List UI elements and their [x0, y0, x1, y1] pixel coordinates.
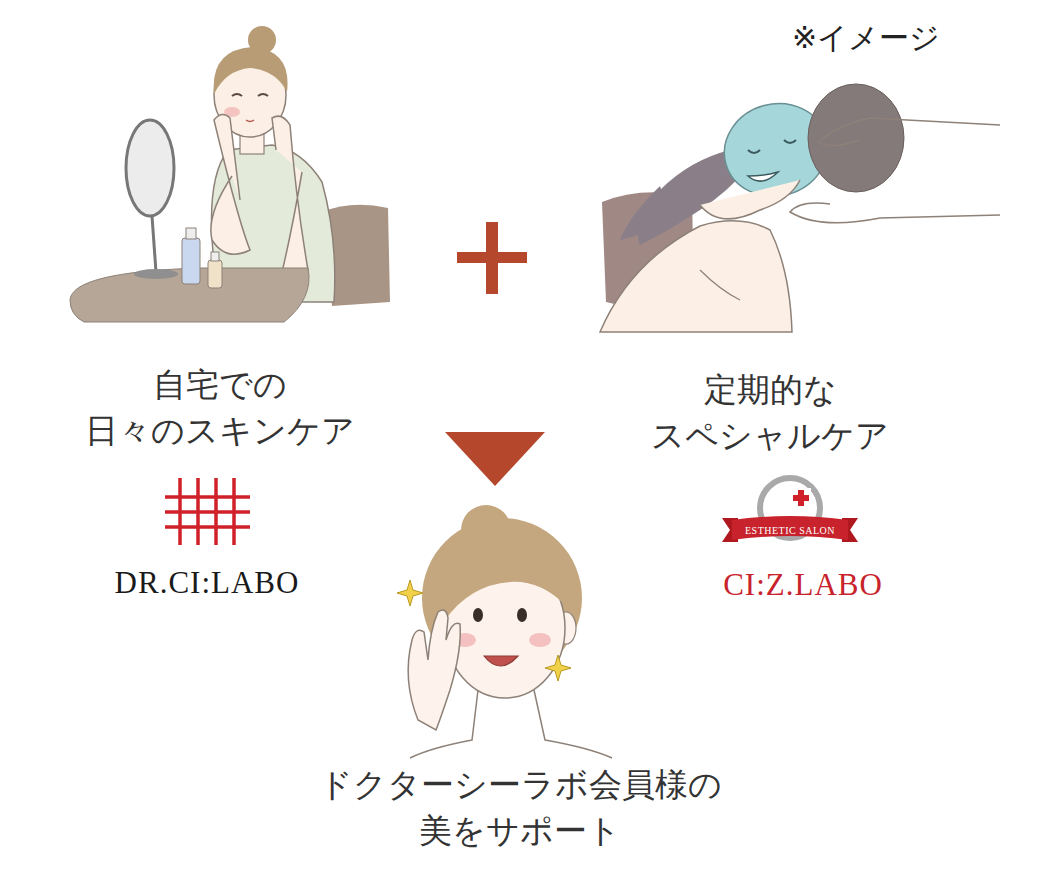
woman-facial-part: [620, 186, 668, 240]
cizlabo-emblem-part: [793, 490, 809, 506]
result-caption: ドクターシーラボ会員様の 美をサポート: [306, 762, 735, 853]
smiling-woman-part: [397, 580, 423, 606]
smiling-woman-part: [517, 608, 527, 622]
woman-facial-part: [748, 150, 760, 153]
cizlabo-emblem-part: [793, 488, 811, 506]
woman-at-mirror: [70, 26, 390, 322]
woman-at-mirror-part: [186, 228, 196, 239]
smiling-woman-part: [445, 556, 565, 620]
woman-facial-part: [818, 118, 1000, 146]
brand-logo-text: CI:Z.LABO: [723, 568, 883, 602]
woman-facial: [600, 84, 1000, 332]
woman-at-mirror-part: [134, 269, 178, 279]
care-caption: 自宅での 日々のスキンケア: [72, 362, 369, 453]
woman-at-mirror-part: [208, 260, 222, 288]
smiling-woman-part: [461, 505, 511, 555]
woman-at-mirror-part: [182, 238, 200, 284]
smiling-woman-part: [484, 656, 518, 666]
cizlabo-emblem-part: [732, 516, 848, 540]
smiling-woman-part: [529, 633, 551, 647]
image-note: ※イメージ: [792, 20, 940, 56]
drcilabo-mark-part: [165, 510, 250, 514]
plus-sign-part: [486, 222, 498, 294]
woman-facial-part: [748, 172, 778, 181]
drcilabo-mark: [165, 478, 250, 545]
ribbon-text: ESTHETIC SALON: [745, 525, 835, 536]
drcilabo-mark-part: [165, 525, 250, 529]
down-triangle: [445, 432, 545, 486]
woman-at-mirror-part: [272, 116, 308, 277]
woman-at-mirror-part: [246, 120, 254, 122]
smiling-woman: [397, 505, 612, 758]
smiling-woman-part: [473, 608, 483, 622]
woman-facial-part: [790, 203, 1000, 223]
smiling-woman-part: [545, 655, 571, 681]
woman-at-mirror-part: [214, 47, 288, 94]
woman-at-mirror-part: [248, 26, 276, 54]
woman-facial-part: [784, 140, 796, 143]
woman-at-mirror-part: [126, 120, 174, 216]
woman-at-mirror-part: [232, 94, 242, 96]
woman-facial-part: [700, 180, 800, 219]
smiling-woman-part: [408, 610, 460, 730]
woman-facial-part: [700, 270, 740, 300]
care-caption: 定期的な スペシャルケア: [638, 367, 902, 458]
cizlabo-emblem: [722, 478, 858, 542]
plus-sign: [457, 222, 527, 294]
woman-at-mirror-part: [211, 114, 250, 254]
woman-at-mirror-part: [211, 252, 219, 261]
woman-at-mirror-part: [258, 94, 268, 96]
drcilabo-mark-part: [165, 495, 250, 499]
woman-at-mirror-part: [152, 216, 156, 272]
brand-logo-text: DR.CI:LABO: [115, 566, 300, 600]
